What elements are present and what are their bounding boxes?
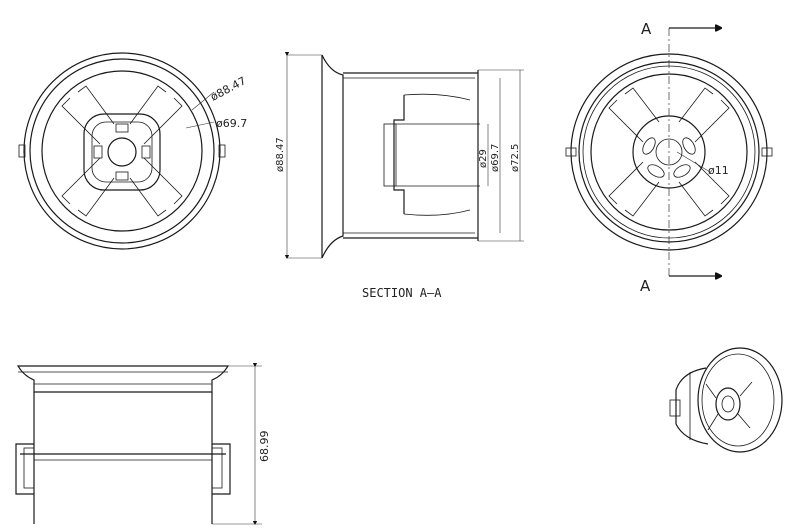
side-view: 68.99	[15, 366, 271, 524]
section-dim-hub: ø29	[478, 149, 489, 168]
front-view: ø88.47 ø69.7	[18, 52, 248, 250]
cut-label-bottom: A	[640, 277, 651, 295]
rear-dim-bore: ø11	[708, 164, 729, 177]
isometric-view	[669, 347, 783, 453]
section-view: ø88.47 ø29 ø69.7 ø72.5 SECTION A—A	[275, 55, 524, 300]
cut-label-top: A	[641, 20, 652, 38]
section-dim-outer: ø88.47	[275, 137, 286, 172]
front-dim-inner: ø69.7	[216, 117, 247, 130]
section-caption: SECTION A—A	[362, 286, 442, 300]
section-dim-mid: ø72.5	[510, 144, 521, 172]
rear-view: A A ø11	[565, 20, 773, 295]
side-dim-height: 68.99	[258, 431, 271, 463]
front-dim-outer: ø88.47	[208, 74, 248, 103]
section-dim-inner: ø69.7	[490, 144, 501, 172]
